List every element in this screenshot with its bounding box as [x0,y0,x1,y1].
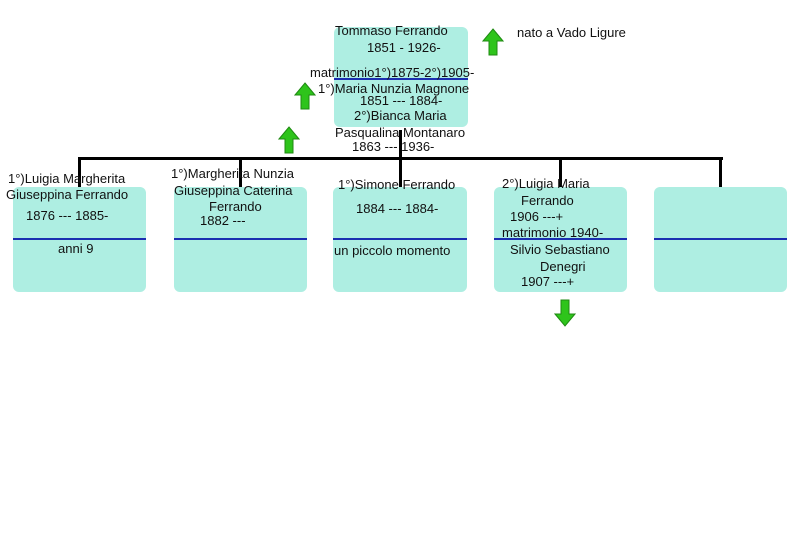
child-spouse-dates: 1907 ---+ [521,274,575,289]
child-name-line3: Ferrando [209,199,262,214]
child-spouse-name-line1: Silvio Sebastiano [510,242,610,257]
child-dates: 1876 --- 1885- [26,208,109,223]
child-note: anni 9 [58,241,94,256]
child-note: un piccolo momento [334,243,451,258]
child-name-line1: 1°)Luigia Margherita [8,171,126,186]
head-spouse1-dates: 1851 --- 1884- [360,93,443,108]
head-spouse1-name: 1°)Maria Nunzia Magnone [318,81,470,96]
arrow-up-icon[interactable] [278,126,300,154]
child-spouse-name-line2: Denegri [540,259,586,274]
head-connector [399,130,402,158]
arrow-up-icon[interactable] [294,82,316,110]
arrow-up-icon[interactable] [482,28,504,56]
head-marriage: matrimonio1°)1875-2°)1905- [310,65,475,80]
child-divider [333,238,467,240]
child-name-line2: Giuseppina Ferrando [6,187,129,202]
head-divider [334,78,468,80]
child-5-connector [719,157,722,187]
head-spouse2-name-line1: 2°)Bianca Maria [354,108,447,123]
child-name-line1: 1°)Margherita Nunzia [171,166,294,181]
arrow-down-icon[interactable] [554,299,576,327]
child-divider [13,238,146,240]
child-3-connector [399,157,402,187]
head-spouse2-dates: 1863 --- 1936- [352,139,435,154]
child-2-connector [239,157,242,187]
child-4-connector [559,157,562,187]
head-dates: 1851 - 1926- [367,40,441,55]
child-name-line1: 1°)Simone Ferrando [338,177,456,192]
head-name: Tommaso Ferrando [335,23,448,38]
child-name-line2: Ferrando [521,193,574,208]
child-name-line1: 2°)Luigia Maria [502,176,590,191]
child-name-line2: Giuseppina Caterina [174,183,293,198]
birthplace-label: nato a Vado Ligure [517,25,626,40]
child-dates: 1884 --- 1884- [356,201,439,216]
child-1-connector [78,157,81,187]
head-spouse2-name-line2: Pasqualina Montanaro [335,125,466,140]
child-divider [174,238,307,240]
head-person-box[interactable] [334,27,468,127]
child-divider [494,238,627,240]
child-dates: 1906 ---+ [510,209,564,224]
child-marriage: matrimonio 1940- [502,225,604,240]
child-dates: 1882 --- [200,213,246,228]
child-divider [654,238,787,240]
